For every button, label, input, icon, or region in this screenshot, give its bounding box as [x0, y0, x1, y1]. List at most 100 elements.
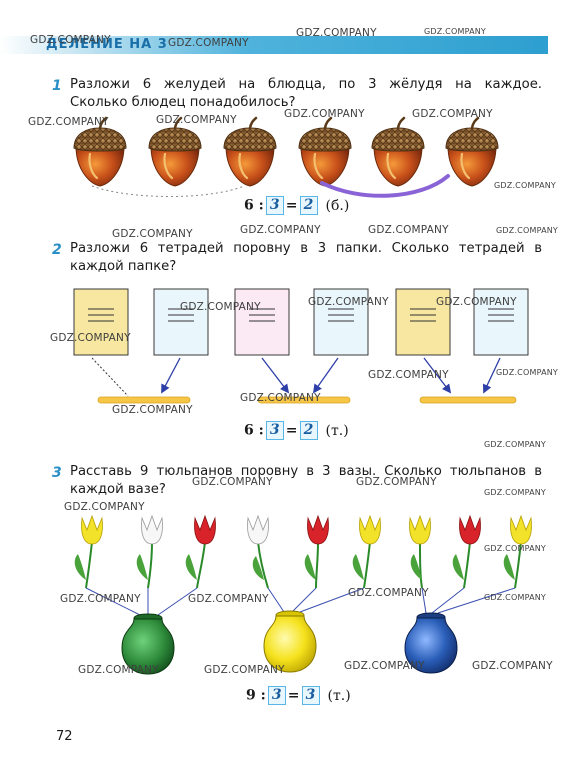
- vase-green-icon: [121, 613, 175, 675]
- tulip-icon: [352, 514, 381, 589]
- task-3-text-line2: каждой вазе?: [70, 482, 166, 497]
- watermark: GDZ.COMPANY: [484, 440, 547, 449]
- eq3-result-box[interactable]: 3: [301, 686, 320, 705]
- eq1-result-box[interactable]: 2: [299, 196, 318, 215]
- watermark: GDZ.COMPANY: [188, 593, 269, 605]
- eq2-dividend: 6: [244, 422, 254, 439]
- watermark: GDZ.COMPANY: [30, 34, 111, 46]
- tulip-icon: [185, 514, 216, 589]
- watermark: GDZ.COMPANY: [412, 108, 493, 120]
- dotted-saucer-line: [91, 185, 245, 197]
- page-number: 72: [56, 729, 73, 744]
- watermark: GDZ.COMPANY: [112, 404, 193, 416]
- watermark: GDZ.COMPANY: [180, 301, 261, 313]
- section-header-bar: [0, 36, 548, 54]
- watermark: GDZ.COMPANY: [240, 224, 321, 236]
- eq1-dividend: 6: [244, 197, 254, 214]
- task-1-text-line1: Разложи 6 желудей на блюдца, по 3 жёлудя…: [70, 77, 542, 92]
- watermark: GDZ.COMPANY: [484, 593, 547, 602]
- eq1-divisor-box[interactable]: 3: [265, 196, 284, 215]
- acorn-icon: [297, 116, 353, 188]
- tulip-icon: [247, 514, 269, 589]
- task-3-equation: 9 :3=3(т.): [246, 686, 351, 705]
- folder-icon: [419, 396, 517, 404]
- task-2-text: Разложи 6 тетрадей поровну в 3 папки. Ск…: [70, 240, 542, 276]
- watermark: GDZ.COMPANY: [78, 664, 159, 676]
- watermark: GDZ.COMPANY: [204, 664, 285, 676]
- arrow-icon: [423, 357, 452, 394]
- acorn-icon: [147, 116, 203, 188]
- watermark: GDZ.COMPANY: [436, 296, 517, 308]
- watermark: GDZ.COMPANY: [240, 392, 321, 404]
- notebook-icon: [153, 288, 209, 356]
- watermark: GDZ.COMPANY: [64, 501, 145, 513]
- task-3-text-line1: Расставь 9 тюльпанов поровну в 3 вазы. С…: [70, 464, 542, 479]
- task-1-equation: 6 :3=2(б.): [244, 196, 350, 215]
- task-3-text: Расставь 9 тюльпанов поровну в 3 вазы. С…: [70, 463, 542, 499]
- arrow-icon: [312, 357, 339, 394]
- eq3-divisor-box[interactable]: 3: [267, 686, 286, 705]
- arrow-icon: [482, 357, 501, 394]
- dotted-arrow: [91, 357, 129, 397]
- notebook-icon: [234, 288, 290, 356]
- arrow-icon: [261, 357, 290, 394]
- eq1-unit: (б.): [325, 197, 350, 214]
- folder-icon: [257, 396, 351, 404]
- acorn-icon: [222, 116, 278, 188]
- task-1-number: 1: [52, 78, 62, 94]
- eq2-unit: (т.): [325, 422, 349, 439]
- watermark: GDZ.COMPANY: [484, 544, 547, 553]
- task-3-number: 3: [52, 465, 62, 481]
- task-2-number: 2: [52, 242, 62, 258]
- acorn-icon: [444, 116, 500, 188]
- acorn-icon: [370, 116, 426, 188]
- vase-row: [121, 610, 458, 675]
- watermark: GDZ.COMPANY: [356, 476, 437, 488]
- tulip-icon: [74, 514, 103, 589]
- watermark: GDZ.COMPANY: [472, 660, 553, 672]
- notebook-icon: [73, 288, 129, 356]
- watermark: GDZ.COMPANY: [284, 108, 365, 120]
- tulip-icon: [136, 514, 163, 589]
- watermark: GDZ.COMPANY: [344, 660, 425, 672]
- watermark: GDZ.COMPANY: [28, 116, 109, 128]
- task-2-text-line1: Разложи 6 тетрадей поровну в 3 папки. Ск…: [70, 241, 542, 256]
- acorn-icon: [72, 116, 128, 188]
- watermark: GDZ.COMPANY: [192, 476, 273, 488]
- folder-icon: [97, 396, 191, 404]
- task-1-text-line2: Сколько блюдец понадобилось?: [70, 95, 296, 110]
- folder-row: [97, 396, 517, 404]
- task-2-text-line2: каждой папке?: [70, 259, 177, 274]
- section-title: ДЕЛЕНИЕ НА 3: [46, 37, 168, 52]
- task-2-equation: 6 :3=2(т.): [244, 421, 349, 440]
- watermark: GDZ.COMPANY: [60, 593, 141, 605]
- acorn-row: [72, 116, 500, 188]
- watermark: GDZ.COMPANY: [496, 368, 559, 377]
- watermark: GDZ.COMPANY: [348, 587, 429, 599]
- watermark: GDZ.COMPANY: [424, 27, 487, 36]
- arrow-group: [91, 357, 501, 397]
- tulip-icon: [452, 514, 481, 589]
- arrow-icon: [161, 357, 181, 394]
- eq2-divisor-box[interactable]: 3: [265, 421, 284, 440]
- watermark: GDZ.COMPANY: [494, 181, 557, 190]
- eq3-dividend: 9: [246, 687, 256, 704]
- tulip-connector-lines: [85, 587, 516, 616]
- eq2-result-box[interactable]: 2: [299, 421, 318, 440]
- watermark: GDZ.COMPANY: [484, 488, 547, 497]
- tulip-icon: [409, 514, 431, 589]
- eq3-unit: (т.): [327, 687, 351, 704]
- watermark: GDZ.COMPANY: [50, 332, 131, 344]
- watermark: GDZ.COMPANY: [112, 228, 193, 240]
- vase-blue-icon: [404, 612, 458, 674]
- vase-yellow-icon: [263, 610, 317, 673]
- watermark: GDZ.COMPANY: [496, 226, 559, 235]
- drawn-saucer-line: [320, 174, 450, 198]
- watermark: GDZ.COMPANY: [156, 114, 237, 126]
- watermark: GDZ.COMPANY: [308, 296, 389, 308]
- tulip-icon: [503, 514, 532, 589]
- watermark: GDZ.COMPANY: [368, 369, 449, 381]
- tulip-row: [74, 514, 532, 589]
- tulip-icon: [304, 514, 329, 589]
